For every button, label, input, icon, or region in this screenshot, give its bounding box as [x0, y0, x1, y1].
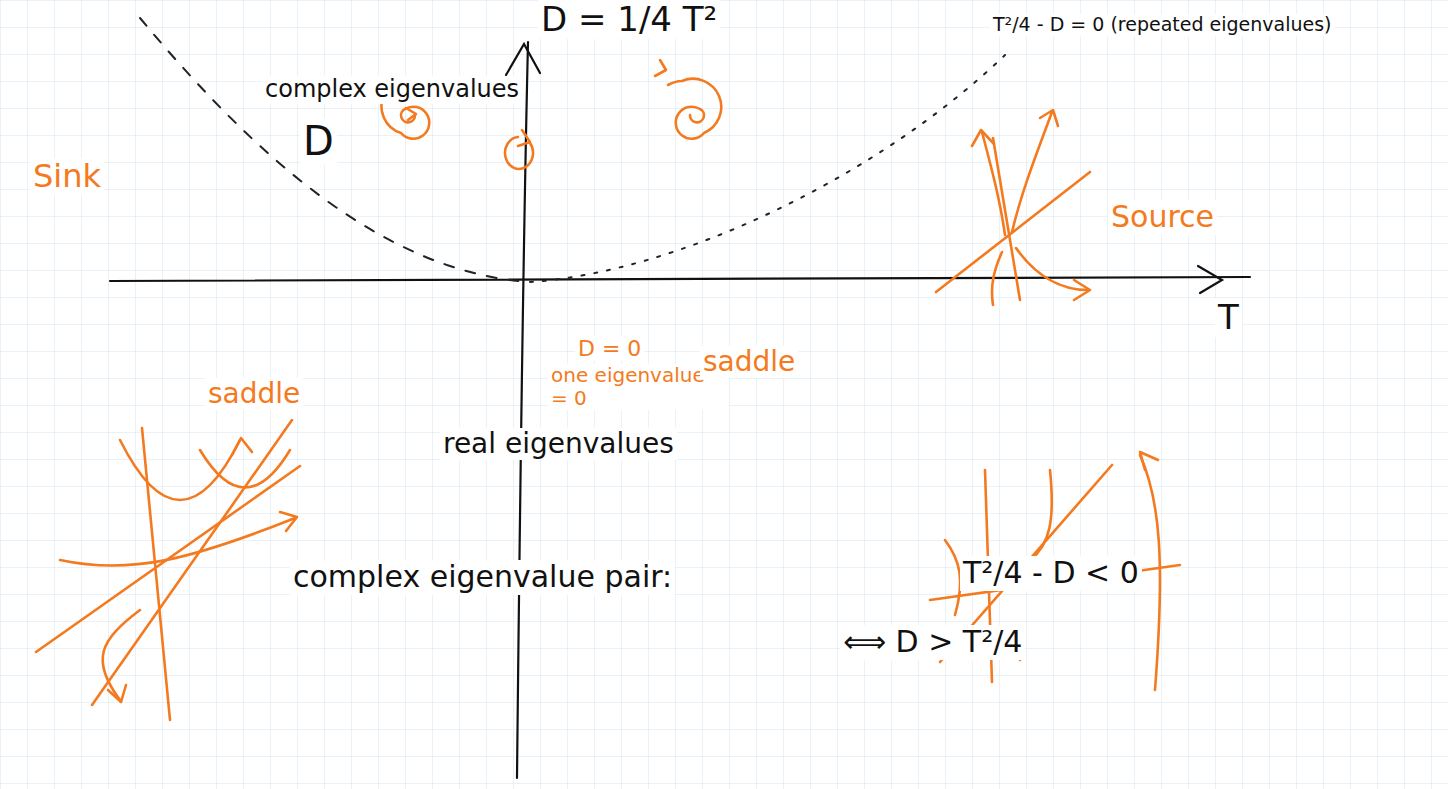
arrowhead	[972, 130, 994, 146]
arrowhead	[1140, 452, 1158, 470]
equation-label: D = 1/4 T²	[538, 0, 720, 39]
trajectory	[1140, 455, 1160, 690]
source-spiral	[668, 79, 721, 139]
trajectory	[992, 252, 1002, 305]
region-label: real eigenvalues	[440, 428, 677, 460]
condition-label: T²/4 - D < 0	[960, 556, 1142, 591]
arrowhead	[1040, 110, 1058, 126]
eigen-line	[142, 428, 170, 720]
d-axis	[517, 42, 528, 778]
axis-label: T	[1215, 298, 1242, 337]
arrowhead	[406, 108, 416, 120]
type-label: saddle	[205, 378, 303, 410]
type-label: Sink	[30, 158, 104, 195]
parabola-branch	[530, 55, 1005, 282]
curve-label: T²/4 - D = 0 (repeated eigenvalues)	[990, 14, 1335, 36]
arrowhead	[518, 130, 530, 146]
condition-label: ⟺ D > T²/4	[840, 625, 1025, 660]
eigen-line	[92, 420, 292, 705]
trajectory	[1016, 248, 1088, 290]
arrowhead	[280, 512, 297, 531]
condition-label: complex eigenvalue pair:	[290, 560, 675, 595]
trajectory	[1030, 470, 1052, 560]
trajectory	[60, 518, 295, 566]
arrowhead	[655, 60, 666, 76]
type-label: Source	[1108, 200, 1217, 235]
parabola-branch	[140, 18, 530, 282]
trajectory	[103, 610, 140, 700]
region-label: complex eigenvalues	[262, 76, 522, 104]
arrowhead	[232, 438, 252, 455]
axis-label: D	[300, 118, 337, 164]
t-axis	[110, 277, 1250, 281]
trajectory	[982, 132, 1005, 235]
trajectory	[945, 540, 960, 615]
phase-sketches	[36, 60, 1180, 720]
type-label: saddle	[700, 346, 798, 378]
arrowhead	[108, 685, 126, 702]
axis-arrow	[506, 44, 540, 75]
parabola	[140, 18, 1005, 282]
axes	[110, 42, 1250, 778]
arrowhead	[1074, 280, 1090, 300]
line-label: D = 0	[575, 336, 644, 361]
trajectory	[200, 450, 290, 488]
trajectory	[1012, 112, 1052, 232]
trajectory	[120, 440, 240, 500]
eigen-line	[36, 466, 300, 652]
axis-arrow	[1198, 266, 1222, 293]
